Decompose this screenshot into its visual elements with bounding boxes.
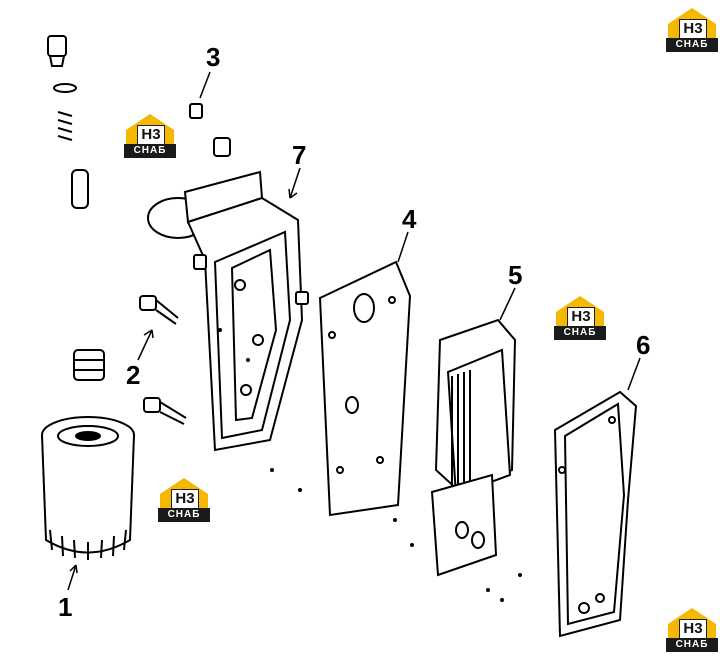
cooler-core-part: [430, 318, 517, 577]
leader-line-1: [67, 564, 77, 591]
callout-2: 2: [126, 360, 141, 390]
bolt-part: [139, 295, 187, 425]
callout-7: 7: [292, 140, 307, 170]
watermark-mark: H3: [137, 125, 165, 145]
callout-1: 1: [58, 592, 73, 622]
watermark-logo: H3 СНАБ: [124, 112, 176, 160]
watermark-mark: H3: [679, 619, 707, 639]
watermark-text: СНАБ: [666, 638, 718, 652]
watermark-logo: H3 СНАБ: [554, 294, 606, 342]
leader-line-3: [199, 71, 211, 99]
leader-line-2: [137, 329, 153, 361]
plug-part: [189, 103, 231, 157]
watermark-logo: H3 СНАБ: [666, 6, 718, 54]
watermark-logo: H3 СНАБ: [666, 606, 718, 654]
oil-filter-part: [41, 416, 135, 560]
watermark-mark: H3: [679, 19, 707, 39]
watermark-logo: H3 СНАБ: [158, 476, 210, 524]
gasket-part: [318, 260, 412, 517]
watermark-text: СНАБ: [158, 508, 210, 522]
callout-3: 3: [206, 42, 221, 72]
leader-line-6: [627, 357, 641, 391]
watermark-text: СНАБ: [124, 144, 176, 158]
leader-line-5: [499, 287, 516, 321]
watermark-text: СНАБ: [554, 326, 606, 340]
watermark-text: СНАБ: [666, 38, 718, 52]
leader-line-4: [397, 231, 409, 263]
callout-6: 6: [636, 330, 651, 360]
outer-gasket-part: [553, 390, 638, 638]
watermark-mark: H3: [567, 307, 595, 327]
watermark-mark: H3: [171, 489, 199, 509]
cooler-housing-part: [147, 170, 309, 452]
valve-assembly-part: [47, 35, 105, 381]
callout-5: 5: [508, 260, 523, 290]
leader-line-7: [289, 167, 301, 199]
fastener-dots: [218, 328, 522, 602]
callout-4: 4: [402, 204, 417, 234]
